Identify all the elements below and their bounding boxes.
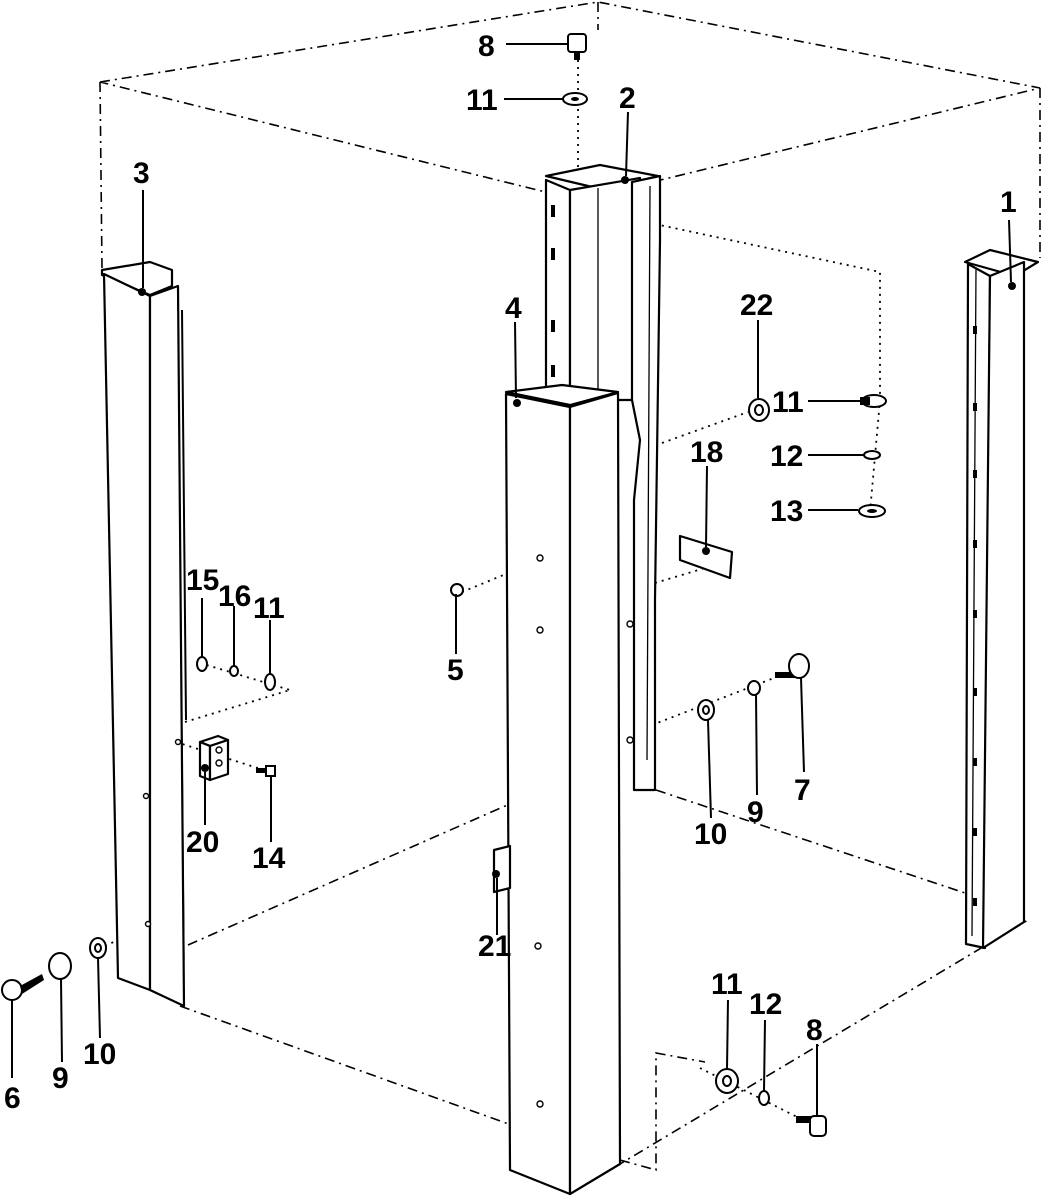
callout-14: 14 [252, 842, 286, 875]
block-part-20 [198, 734, 230, 782]
right-post [963, 248, 1040, 950]
callout-11-right: 11 [772, 386, 804, 419]
callout-1: 1 [1000, 186, 1017, 219]
callout-3: 3 [133, 157, 150, 190]
rear-post [544, 163, 662, 792]
callout-11-top: 11 [466, 84, 498, 117]
callout-10-left: 10 [83, 1038, 116, 1071]
hardware [1, 33, 887, 1137]
callout-11-left: 11 [253, 592, 285, 625]
plate-part-18 [678, 534, 734, 580]
callout-12-right: 12 [770, 440, 803, 473]
callout-16: 16 [218, 580, 251, 613]
callout-15: 15 [186, 564, 219, 597]
callout-10-right: 10 [694, 818, 727, 851]
front-post [504, 383, 622, 1196]
callout-21: 21 [478, 930, 511, 963]
callout-9-right: 9 [747, 796, 764, 829]
callout-6: 6 [4, 1082, 21, 1115]
left-post [100, 260, 187, 1008]
bracket-part-21 [492, 844, 512, 894]
callout-18: 18 [690, 436, 723, 469]
callout-labels: 8 11 2 3 1 4 22 11 12 13 18 5 15 16 11 2… [4, 30, 1017, 1115]
callout-8-bottom: 8 [806, 1014, 823, 1047]
callout-22: 22 [740, 289, 773, 322]
leader-lines [11, 43, 1012, 1116]
callout-8-top: 8 [478, 30, 495, 63]
callout-7: 7 [794, 774, 811, 807]
callout-2: 2 [619, 82, 636, 115]
callout-9-left: 9 [52, 1062, 69, 1095]
callout-5: 5 [447, 654, 464, 687]
callout-13: 13 [770, 495, 803, 528]
callout-20: 20 [186, 826, 219, 859]
callout-11-bottom: 11 [711, 968, 743, 1001]
callout-12-bottom: 12 [749, 988, 782, 1021]
callout-4: 4 [505, 292, 522, 325]
